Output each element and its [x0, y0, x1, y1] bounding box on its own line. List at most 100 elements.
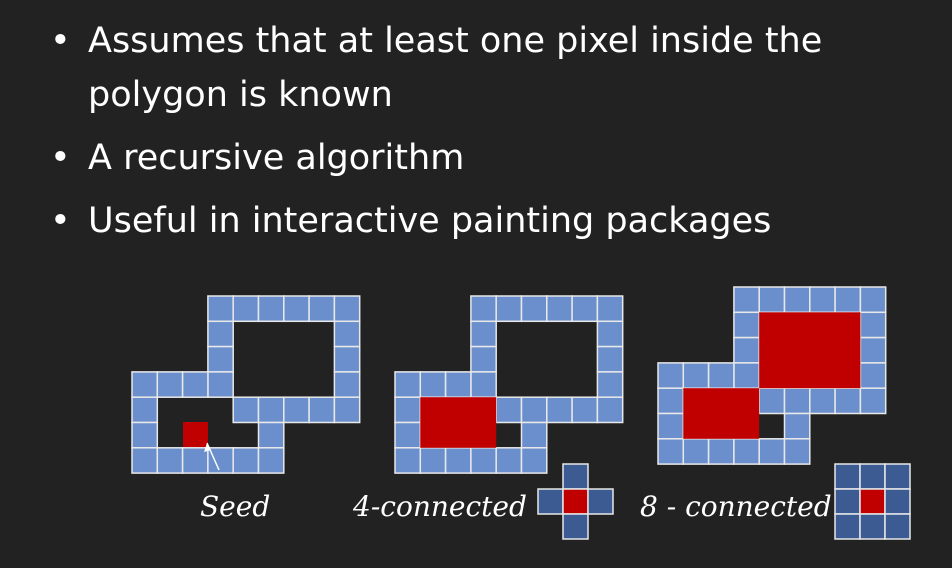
- boundary-pixel: [470, 371, 497, 398]
- boundary-pixel: [283, 295, 310, 323]
- boundary-pixel: [232, 396, 260, 424]
- eight-connected-diagram: [657, 286, 887, 465]
- boundary-pixel: [257, 421, 285, 449]
- neighbor-pixel: [884, 488, 911, 515]
- boundary-pixel: [707, 362, 735, 389]
- filled-region: [420, 397, 497, 448]
- boundary-pixel: [520, 421, 548, 449]
- boundary-pixel: [657, 412, 685, 440]
- boundary-pixel: [308, 295, 336, 323]
- boundary-pixel: [859, 311, 887, 339]
- boundary-pixel: [394, 421, 422, 449]
- boundary-pixel: [783, 438, 811, 465]
- boundary-pixel: [571, 295, 599, 323]
- boundary-pixel: [131, 396, 159, 424]
- neighbor-pixel: [884, 513, 911, 540]
- boundary-pixel: [495, 447, 523, 474]
- boundary-pixel: [596, 396, 624, 424]
- boundary-pixel: [596, 320, 624, 348]
- boundary-pixel: [733, 286, 760, 314]
- boundary-pixel: [783, 412, 811, 440]
- caption-seed: Seed: [200, 490, 270, 523]
- boundary-pixel: [596, 371, 624, 398]
- seed-pixel: [183, 422, 208, 447]
- boundary-pixel: [333, 371, 361, 398]
- neighbor-pixel: [562, 463, 589, 490]
- boundary-pixel: [657, 387, 685, 415]
- boundary-pixel: [733, 311, 760, 339]
- boundary-pixel: [520, 396, 548, 424]
- boundary-pixel: [333, 295, 361, 323]
- boundary-pixel: [834, 286, 862, 314]
- boundary-pixel: [783, 286, 811, 314]
- boundary-pixel: [520, 295, 548, 323]
- boundary-pixel: [419, 447, 447, 474]
- caption-four-connected: 4-connected: [352, 490, 527, 523]
- boundary-pixel: [809, 286, 836, 314]
- bullet-item: • Useful in interactive painting package…: [48, 194, 928, 248]
- boundary-pixel: [783, 387, 811, 415]
- boundary-pixel: [257, 447, 285, 474]
- boundary-pixel: [444, 447, 472, 474]
- boundary-pixel: [394, 447, 422, 474]
- boundary-pixel: [520, 447, 548, 474]
- boundary-pixel: [181, 447, 209, 474]
- boundary-pixel: [834, 387, 862, 415]
- boundary-pixel: [333, 345, 361, 373]
- boundary-pixel: [207, 371, 234, 398]
- boundary-pixel: [470, 345, 497, 373]
- boundary-pixel: [470, 295, 497, 323]
- boundary-pixel: [682, 362, 710, 389]
- bullet-text: Assumes that at least one pixel inside t…: [88, 21, 823, 115]
- boundary-pixel: [546, 295, 573, 323]
- boundary-pixel: [707, 438, 735, 465]
- bullet-text: A recursive algorithm: [88, 138, 465, 178]
- bullet-dot-icon: •: [50, 138, 71, 178]
- seed-diagram: [131, 295, 361, 474]
- boundary-pixel: [657, 438, 685, 465]
- neighbor-pixel: [884, 463, 911, 490]
- boundary-pixel: [733, 438, 760, 465]
- boundary-pixel: [131, 421, 159, 449]
- boundary-pixel: [859, 336, 887, 364]
- boundary-pixel: [657, 362, 685, 389]
- filled-region: [759, 312, 861, 389]
- boundary-pixel: [232, 295, 260, 323]
- bullet-dot-icon: •: [50, 201, 71, 241]
- four-connected-neighborhood: [537, 463, 614, 540]
- boundary-pixel: [859, 362, 887, 389]
- boundary-pixel: [131, 447, 159, 474]
- boundary-pixel: [758, 286, 786, 314]
- neighbor-pixel: [834, 513, 861, 540]
- bullet-dot-icon: •: [50, 21, 71, 61]
- neighbor-pixel: [859, 463, 886, 490]
- boundary-pixel: [733, 336, 760, 364]
- filled-region: [683, 388, 760, 439]
- boundary-pixel: [156, 447, 184, 474]
- bullet-item: • Assumes that at least one pixel inside…: [48, 14, 928, 122]
- neighbor-pixel: [587, 488, 614, 515]
- boundary-pixel: [156, 371, 184, 398]
- boundary-pixel: [232, 447, 260, 474]
- bullet-text: Useful in interactive painting packages: [88, 201, 772, 241]
- boundary-pixel: [682, 438, 710, 465]
- boundary-pixel: [207, 320, 234, 348]
- boundary-pixel: [495, 295, 523, 323]
- boundary-pixel: [207, 447, 234, 474]
- boundary-pixel: [596, 345, 624, 373]
- boundary-pixel: [181, 371, 209, 398]
- neighbor-pixel: [834, 463, 861, 490]
- boundary-pixel: [444, 371, 472, 398]
- eight-connected-neighborhood: [834, 463, 911, 540]
- boundary-pixel: [333, 320, 361, 348]
- boundary-pixel: [308, 396, 336, 424]
- boundary-pixel: [571, 396, 599, 424]
- caption-eight-connected: 8 - connected: [640, 490, 832, 523]
- center-pixel: [562, 488, 589, 515]
- bullet-list: • Assumes that at least one pixel inside…: [48, 14, 928, 257]
- boundary-pixel: [257, 295, 285, 323]
- neighbor-pixel: [859, 513, 886, 540]
- boundary-pixel: [394, 371, 422, 398]
- boundary-pixel: [419, 371, 447, 398]
